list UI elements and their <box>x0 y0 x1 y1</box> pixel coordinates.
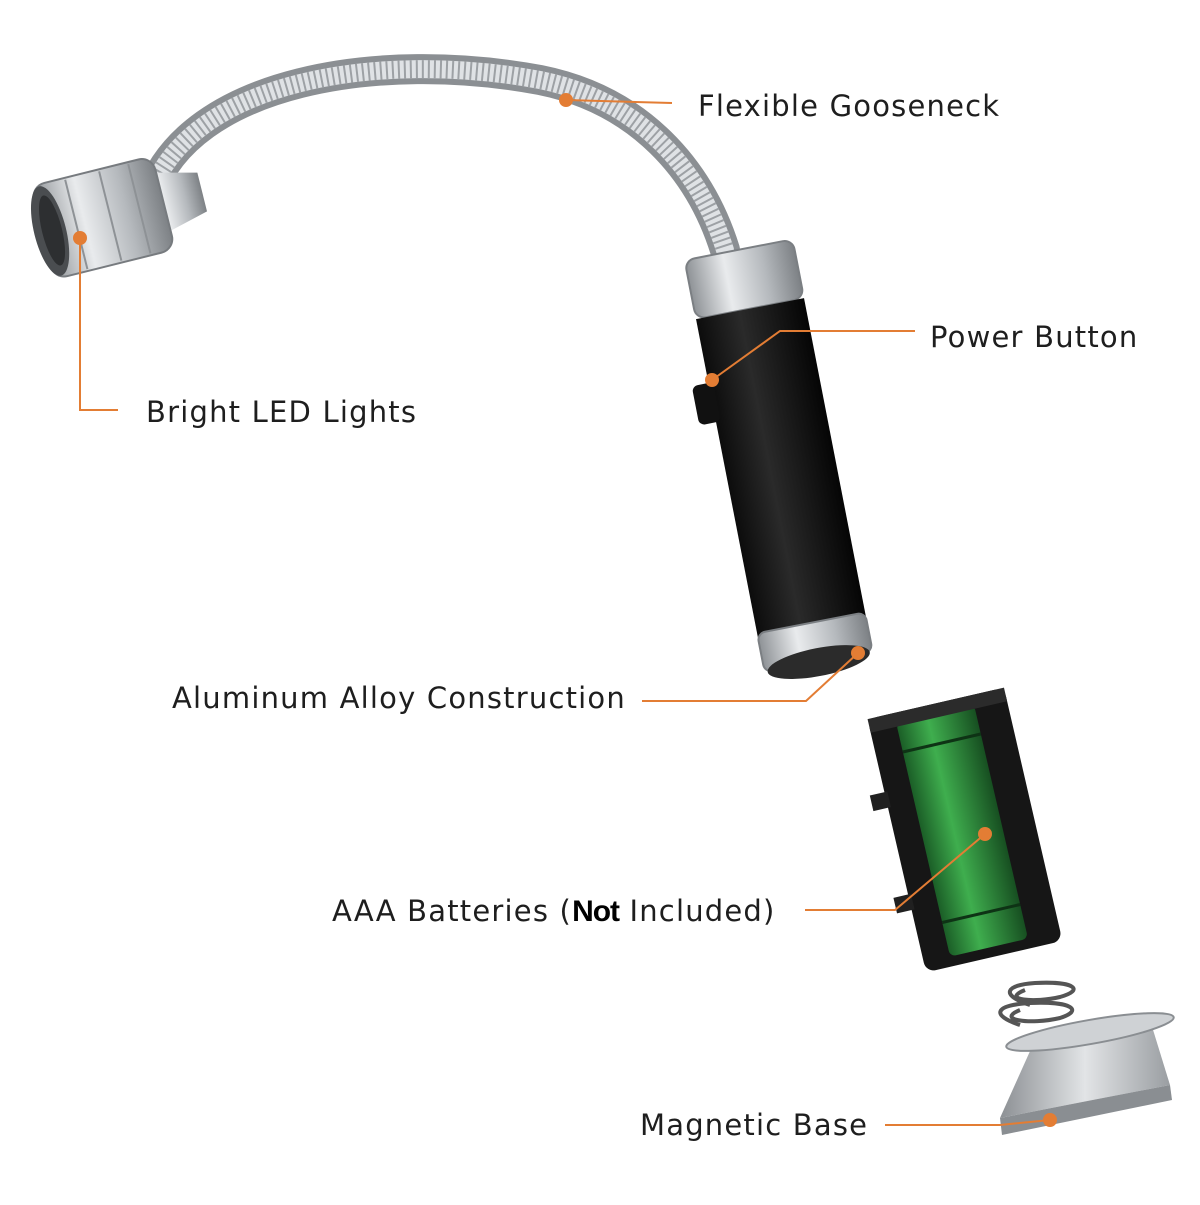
label-magnetic-base: Magnetic Base <box>640 1108 869 1142</box>
callout-dot-gooseneck <box>559 93 573 107</box>
callout-dot-battery <box>978 827 992 841</box>
callout-line-led <box>79 238 118 411</box>
callout-line-gooseneck <box>565 99 673 104</box>
label-aluminum-alloy: Aluminum Alloy Construction <box>172 681 626 715</box>
label-flexible-gooseneck: Flexible Gooseneck <box>698 89 1001 123</box>
battery-label-suffix: Included) <box>619 894 776 928</box>
battery-label-prefix: AAA Batteries ( <box>332 894 573 928</box>
battery-holder <box>867 687 1061 971</box>
callout-dot-led <box>73 231 87 245</box>
callout-dot-power <box>705 373 719 387</box>
callout-line-aluminum <box>642 652 859 702</box>
label-power-button: Power Button <box>930 320 1139 354</box>
label-aaa-batteries: AAA Batteries (Not Included) <box>332 897 776 927</box>
callout-line-magnetic <box>885 1119 1051 1126</box>
magnetic-base <box>998 980 1175 1135</box>
callout-line-battery <box>805 833 986 911</box>
led-lamp-head <box>30 158 208 278</box>
gooseneck <box>135 54 740 265</box>
power-button-knob <box>692 383 720 425</box>
battery-label-not: Not <box>572 895 620 928</box>
callout-dot-magnetic <box>1043 1113 1057 1127</box>
callout-dot-aluminum <box>851 646 865 660</box>
label-bright-led-lights: Bright LED Lights <box>146 395 418 429</box>
flashlight-handle <box>685 239 873 679</box>
callout-dots <box>73 93 1057 1127</box>
callout-line-power <box>711 330 915 381</box>
callout-lines <box>79 99 1051 1126</box>
